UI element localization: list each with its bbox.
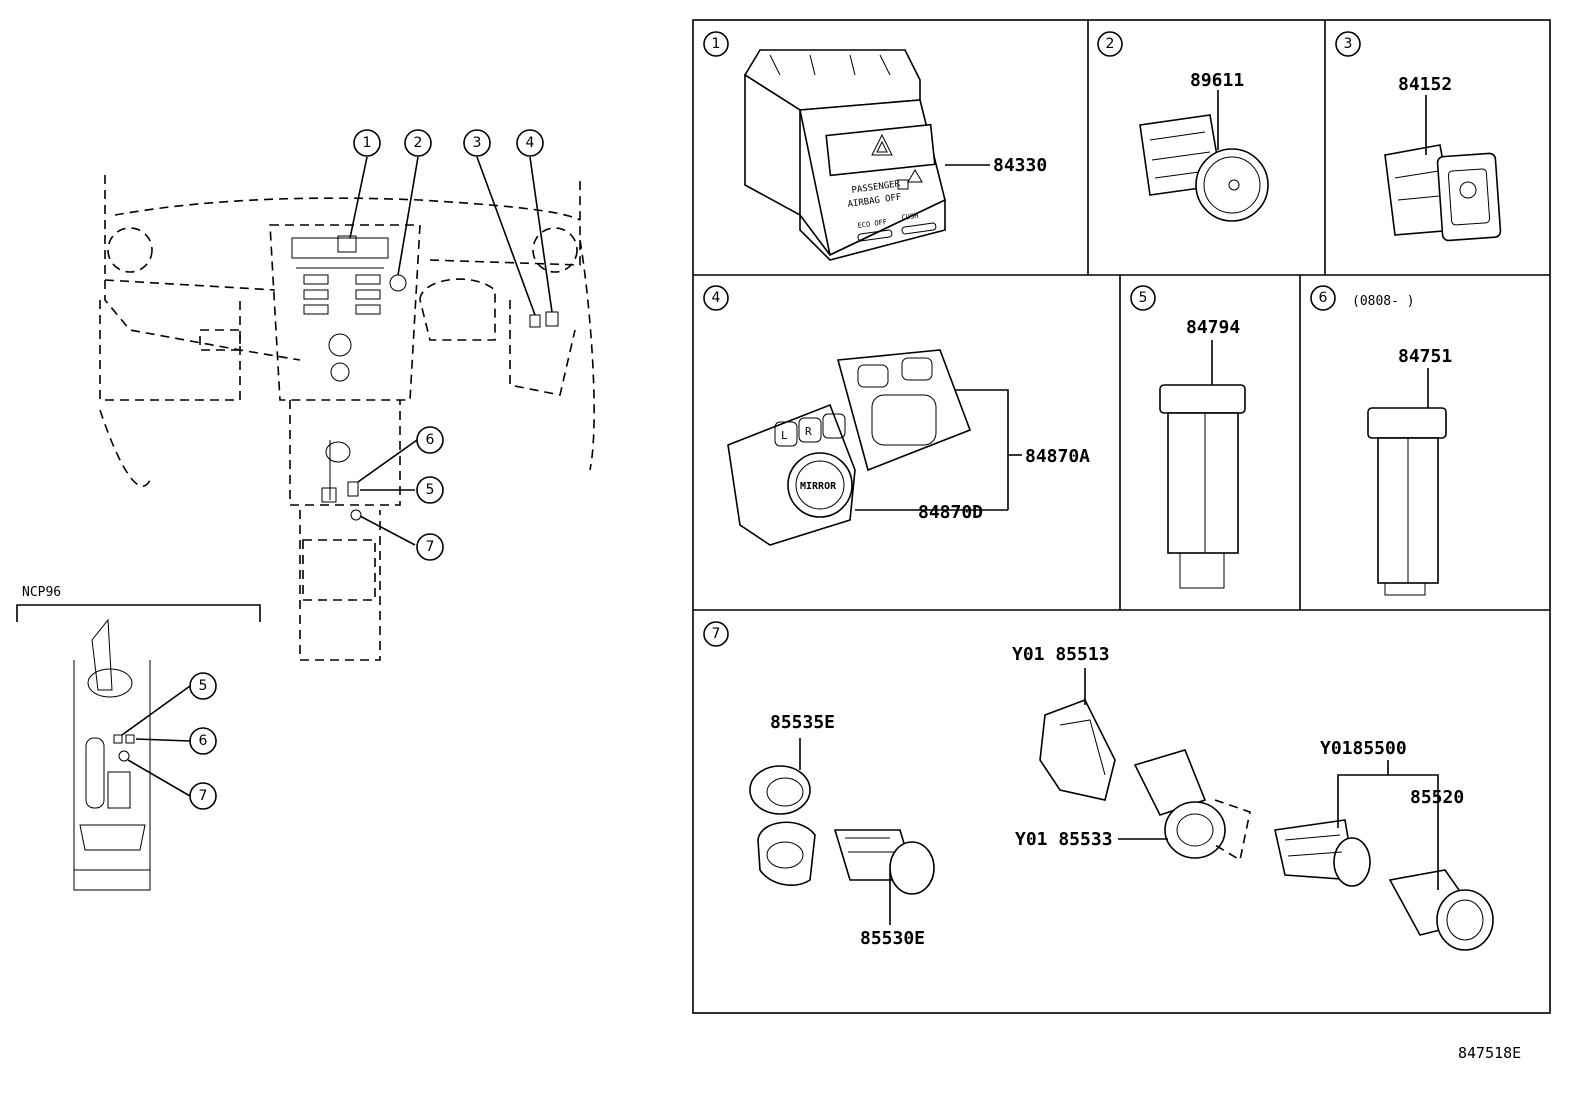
part-85530E: 85530E	[860, 928, 925, 949]
callout-3: 3	[473, 135, 482, 151]
ncp96-inset: NCP96 5 6 7	[16, 585, 261, 891]
panel-grid	[692, 19, 1551, 1014]
mirror-text: MIRROR	[800, 481, 837, 492]
panel-7-index: 7	[712, 626, 721, 642]
panel-1-index: 1	[712, 36, 721, 52]
mirror-r-text: R	[805, 425, 812, 438]
part-Y01-85513: Y01 85513	[1012, 644, 1110, 665]
part-84751: 84751	[1398, 346, 1452, 367]
part-84794: 84794	[1186, 317, 1240, 338]
callout-6: 6	[426, 432, 435, 448]
part-84870A: 84870A	[1025, 446, 1090, 467]
inset-callout-5: 5	[199, 678, 208, 694]
push-start-switch: 89611	[1139, 70, 1269, 222]
part-Y0185500: Y0185500	[1320, 738, 1407, 759]
switch-84751: (0808- ) 84751	[1352, 294, 1452, 596]
part-84330: 84330	[993, 155, 1047, 176]
panel-6-note: (0808- )	[1352, 294, 1415, 309]
cush-text: CUSH	[901, 212, 919, 222]
callout-2: 2	[414, 135, 423, 151]
callout-7: 7	[426, 539, 435, 555]
part-85520: 85520	[1410, 787, 1464, 808]
panel-5-index: 5	[1139, 290, 1148, 306]
switch-84152: 84152	[1384, 74, 1502, 242]
part-84870D: 84870D	[918, 502, 983, 523]
mirror-l-text: L	[781, 429, 788, 442]
panel-3-index: 3	[1344, 36, 1353, 52]
hazard-switch-assembly: PASSENGER AIRBAG OFF ECO OFF CUSH 84330	[743, 49, 1047, 261]
panel-indexes: 1 2 3 4 5 6 7	[703, 31, 1361, 647]
inset-callout-6: 6	[199, 733, 208, 749]
overview-callouts: 1 2 3 4 5 6 7	[353, 129, 544, 561]
callout-5: 5	[426, 482, 435, 498]
diagram-code: 847518E	[1458, 1044, 1521, 1062]
part-85535E: 85535E	[770, 712, 835, 733]
panel-2-index: 2	[1106, 36, 1115, 52]
part-89611: 89611	[1190, 70, 1244, 91]
power-outlet-parts: 85535E 85530E Y01 85513 Y01 85533 Y01855…	[749, 644, 1494, 951]
panel-4-index: 4	[712, 290, 721, 306]
inset-callout-7: 7	[199, 788, 208, 804]
panel-6-index: 6	[1319, 290, 1328, 306]
switch-84794: 84794	[1159, 317, 1246, 589]
callout-4: 4	[526, 135, 535, 151]
callout-1: 1	[363, 135, 372, 151]
inset-label: NCP96	[22, 585, 61, 600]
part-Y01-85533: Y01 85533	[1015, 829, 1113, 850]
part-84152: 84152	[1398, 74, 1452, 95]
mirror-switch: L R MIRROR 84870A 84870D	[727, 349, 1090, 546]
dashboard-overview	[99, 156, 595, 661]
